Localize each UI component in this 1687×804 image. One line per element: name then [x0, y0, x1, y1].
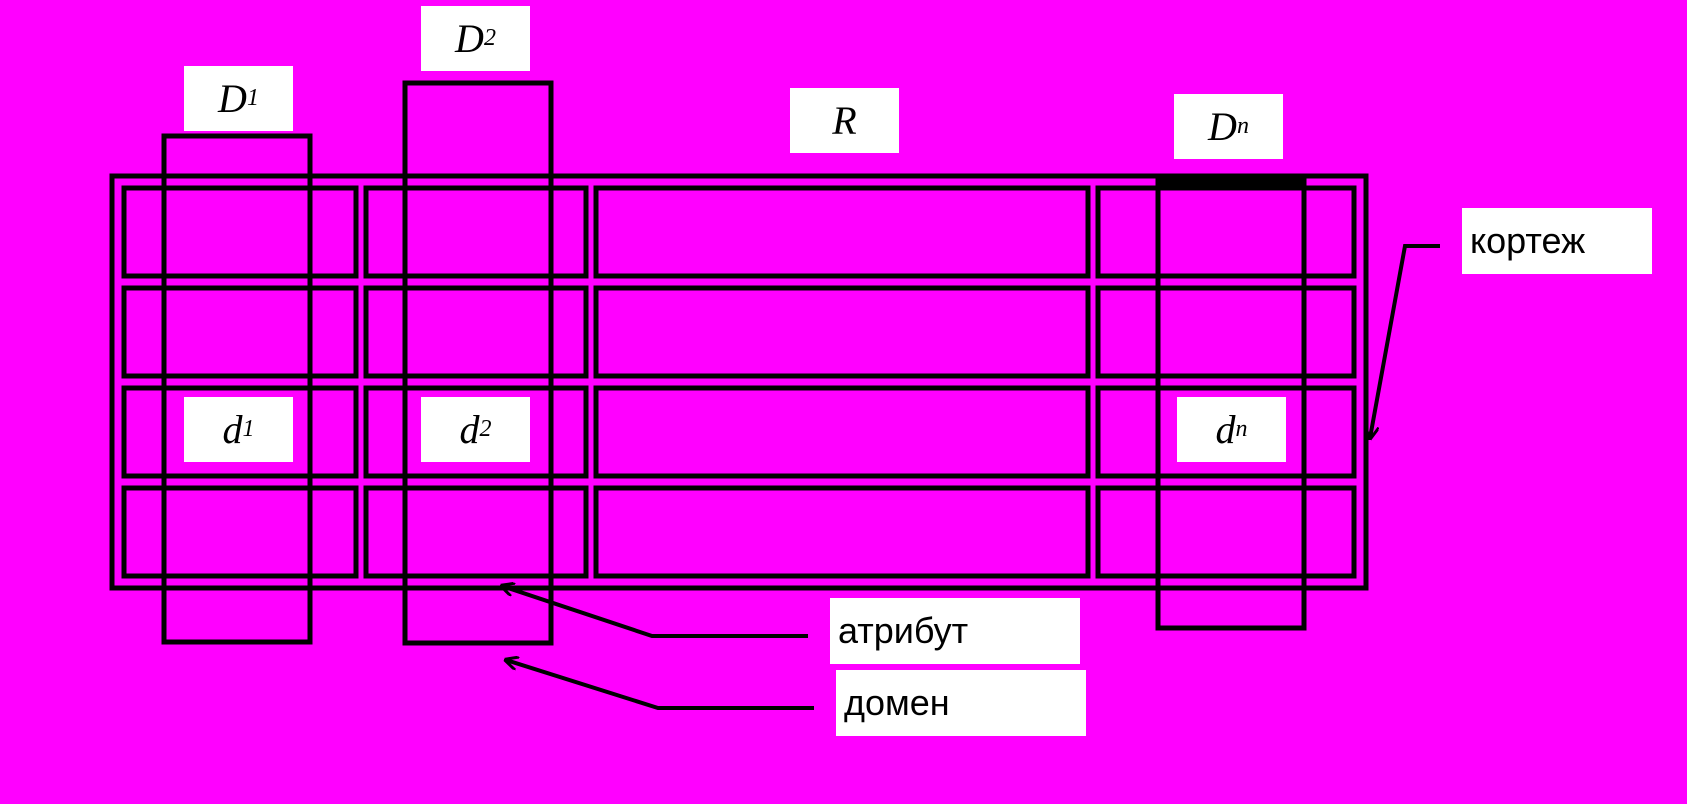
cell [363, 185, 589, 279]
domain-column-n-top [1158, 176, 1304, 188]
cell [1095, 285, 1357, 379]
domain-callout: домен [836, 670, 1086, 736]
domain-symbol: D [1208, 104, 1237, 149]
domain-index: 1 [246, 85, 259, 111]
cell [121, 185, 359, 279]
cell [121, 385, 359, 479]
tuple-callout: кортеж [1462, 208, 1652, 274]
attribute-callout: атрибут [830, 598, 1080, 664]
value-symbol: d [222, 407, 243, 452]
domain-index: 2 [483, 25, 496, 51]
attribute-pointer [502, 586, 808, 638]
cell [1095, 385, 1357, 479]
cell [593, 285, 1091, 379]
cell [593, 485, 1091, 579]
domain-column-1 [161, 133, 313, 645]
domain-index: n [1236, 113, 1249, 139]
tuple-pointer [1370, 244, 1440, 438]
cell [363, 485, 589, 579]
cell [363, 385, 589, 479]
cell [363, 285, 589, 379]
domain-column-2 [402, 80, 554, 646]
relation-frame [109, 173, 1369, 591]
value-symbol: d [459, 407, 480, 452]
cell [121, 285, 359, 379]
domain-pointer [506, 660, 814, 710]
cell [1095, 185, 1357, 279]
cell [121, 485, 359, 579]
domain-symbol: D [218, 76, 247, 121]
cell [593, 185, 1091, 279]
value-index: n [1235, 416, 1248, 442]
value-index: 2 [479, 416, 492, 442]
value-symbol: d [1215, 407, 1236, 452]
cell [1095, 485, 1357, 579]
cell [593, 385, 1091, 479]
value-index: 1 [242, 416, 255, 442]
relation-symbol: R [832, 98, 857, 143]
domain-symbol: D [455, 16, 484, 61]
relation-label: R [790, 88, 899, 153]
